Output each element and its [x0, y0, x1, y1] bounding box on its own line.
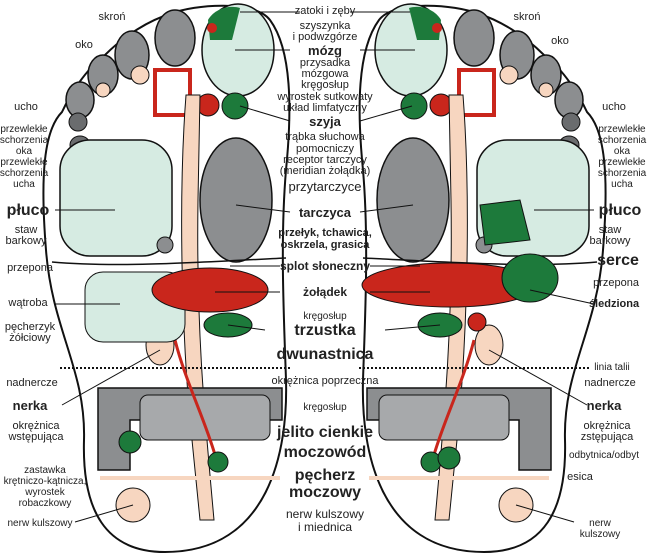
- label-left-watroba: wątroba: [8, 297, 48, 309]
- label-przysadka: przysadka mózgowa: [299, 57, 351, 80]
- label-left-nerw: nerw kulszowy: [7, 518, 73, 529]
- label-trzustka: trzustka: [294, 322, 356, 339]
- label-left-staw: staw barkowy: [5, 224, 47, 247]
- label-right-skron: skroń: [513, 11, 541, 23]
- label-left-oko: oko: [75, 39, 93, 51]
- label-splot: splot słoneczny: [279, 259, 371, 273]
- label-right-linia-talii: linia talii: [594, 362, 630, 373]
- label-pecherz: pęcherz moczowy: [288, 467, 362, 501]
- label-kregoslup-mid: kręgosłup: [303, 311, 347, 322]
- label-kregoslup-low: kręgosłup: [303, 402, 347, 413]
- label-left-pecherzyk: pęcherzyk żółciowy: [4, 321, 56, 344]
- label-right-przepona: przepona: [593, 277, 639, 289]
- label-szyszynka: szyszynka i podwzgórze: [292, 20, 358, 43]
- label-right-nerw: nerw kulszowy: [579, 518, 621, 540]
- label-right-schorzenia-ucha: przewlekłe schorzenia ucha: [597, 157, 647, 190]
- stomach-zone-left: [151, 267, 269, 313]
- spleen-zone: [501, 253, 559, 303]
- label-right-serce: serce: [597, 252, 639, 269]
- label-zatoki: zatoki i zęby: [294, 5, 356, 17]
- label-right-schorzenia-oka: przewlekłe schorzenia oka: [597, 124, 647, 157]
- label-tarczyca: tarczyca: [298, 205, 352, 220]
- label-szyja: szyja: [309, 114, 341, 129]
- label-przelyk: przełyk, tchawica, oskrzela, grasica: [278, 227, 372, 251]
- leader-lines: [55, 11, 595, 523]
- label-left-schorzenia-ucha: przewlekłe schorzenia ucha: [0, 157, 49, 190]
- label-uklad-limfatyczny: układ limfatyczny: [283, 102, 367, 114]
- rectum-zone: [437, 446, 461, 470]
- label-okreznica-poprzeczna: okrężnica poprzeczna: [271, 375, 379, 387]
- label-dwunastnica: dwunastnica: [276, 346, 374, 363]
- label-przytarczyce: przytarczyce: [288, 179, 362, 194]
- heart-zone: [479, 199, 531, 246]
- label-right-ucho: ucho: [602, 101, 626, 113]
- label-right-nadnercze: nadnercze: [584, 377, 636, 389]
- label-right-sledziona: śledziona: [588, 298, 640, 310]
- label-right-esica: esica: [567, 471, 593, 483]
- label-left-skron: skroń: [98, 11, 126, 23]
- label-kregoslup-top: kręgosłup: [301, 79, 349, 91]
- label-left-przepona: przepona: [7, 262, 53, 274]
- label-right-okreznica: okrężnica zstępująca: [580, 420, 634, 443]
- label-right-oko: oko: [551, 35, 569, 47]
- label-right-pluco: płuco: [598, 202, 642, 219]
- label-wyrostek: wyrostek sutkowaty: [277, 91, 373, 103]
- label-left-nerka: nerka: [12, 398, 48, 413]
- label-left-schorzenia-oka: przewlekłe schorzenia oka: [0, 124, 49, 157]
- label-left-ucho: ucho: [14, 101, 38, 113]
- label-right-odbytnica: odbytnica/odbyt: [568, 450, 640, 461]
- label-left-okreznica: okrężnica wstępująca: [8, 420, 64, 443]
- label-left-zastawka: zastawka krętniczo-kątnicza, wyrostek ro…: [3, 465, 87, 509]
- label-jelito: jelito cienkie: [276, 424, 374, 441]
- label-mozg: mózg: [308, 43, 342, 58]
- label-right-nerka: nerka: [586, 398, 622, 413]
- label-nerw-miednica: nerw kulszowy i miednica: [285, 507, 365, 534]
- label-left-pluco: płuco: [6, 202, 50, 219]
- label-zoladek: żołądek: [302, 285, 348, 299]
- label-trabka: trąbka słuchowa: [285, 131, 365, 143]
- label-right-staw: staw barkowy: [589, 224, 631, 247]
- label-moczowod: moczowód: [283, 444, 367, 461]
- label-left-nadnercze: nadnercze: [6, 377, 58, 389]
- label-pomocniczy: pomocniczy receptor tarczycy (meridian ż…: [279, 143, 371, 177]
- ileocecal-valve-zone: [118, 430, 142, 454]
